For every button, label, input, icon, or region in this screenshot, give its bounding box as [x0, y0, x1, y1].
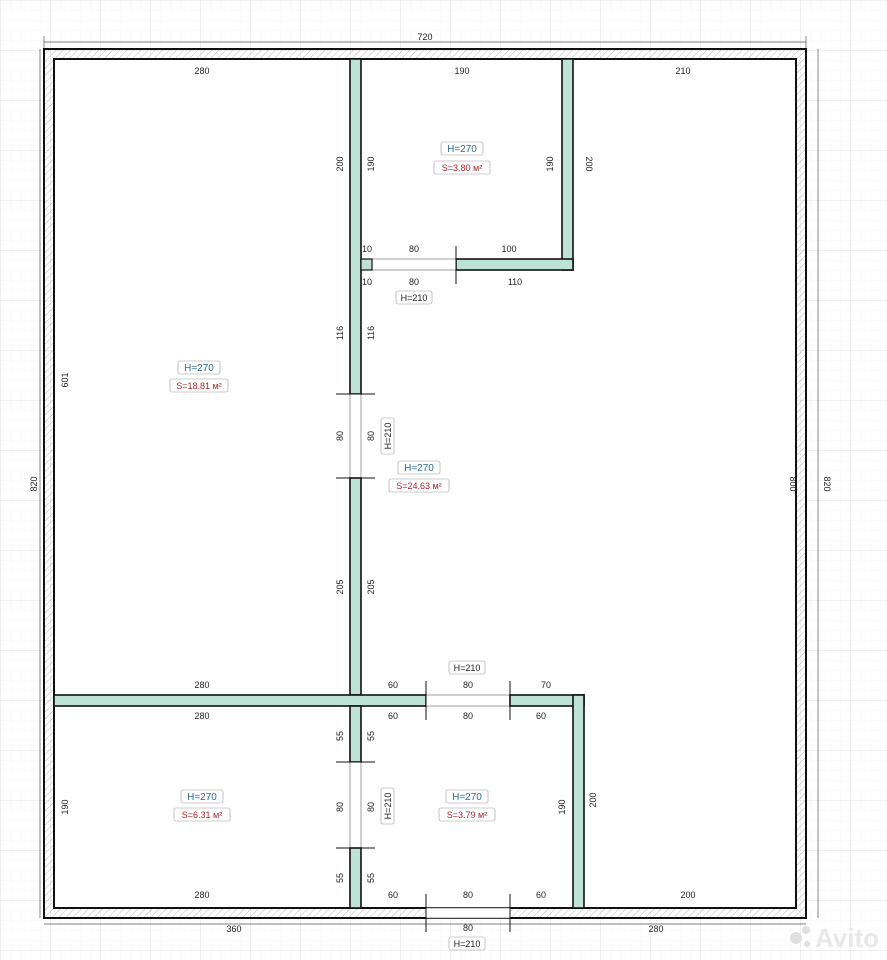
dim-top-left: 280	[194, 66, 209, 76]
dim-bl-vwall-b-80: 80	[366, 802, 376, 812]
watermark: Avito	[790, 923, 879, 953]
wall-bathroom-right	[561, 58, 574, 271]
dim-hwall-bot-60: 60	[388, 711, 398, 721]
dim-bottom-280: 280	[194, 890, 209, 900]
dim-bottom-80: 80	[463, 890, 473, 900]
dim-hwall-bot-80: 80	[463, 711, 473, 721]
overall-dimension-lines	[39, 36, 819, 925]
room-label-bathroom-top: H=270 S=3.80 м²	[433, 141, 491, 175]
dim-bottom-60a: 60	[388, 890, 398, 900]
dim-top-mid: 190	[454, 66, 469, 76]
dim-vwall-b-190: 190	[366, 156, 376, 171]
room-label-bottom-left: H=270 S=6.31 м²	[173, 789, 231, 822]
door-label-left-room: H=210	[380, 417, 395, 455]
wall-bathroom-bottom	[455, 258, 574, 271]
wall-vertical-left-lower	[349, 477, 362, 696]
dim-bl-vwall-a-80: 80	[335, 802, 345, 812]
svg-text:H=210: H=210	[454, 939, 481, 949]
dim-vwall-b-80: 80	[366, 431, 376, 441]
dim-bath-bottom-80b: 80	[409, 277, 419, 287]
dim-entrance-80: 80	[463, 923, 473, 933]
room-area-text: S=3.79 м²	[447, 810, 487, 820]
dim-overall-height-left: 820	[29, 476, 39, 491]
dim-hwall-top-70: 70	[541, 680, 551, 690]
svg-text:H=210: H=210	[454, 663, 481, 673]
room-height-text: H=270	[447, 144, 477, 155]
dim-bath-bottom-110: 110	[508, 277, 522, 287]
dim-bl-vwall-a-55b: 55	[335, 873, 345, 883]
svg-text:H=210: H=210	[383, 423, 393, 450]
dim-overall-width: 720	[417, 32, 432, 42]
room-height-text: H=270	[184, 363, 214, 374]
wall-horizontal-middle	[53, 694, 427, 707]
avito-logo-icon	[790, 932, 802, 944]
dim-bottom-200: 200	[680, 890, 695, 900]
room-label-large-left: H=270 S=18.81 м²	[169, 360, 229, 393]
door-left-room	[349, 393, 362, 479]
door-label-bottom-middle: H=210	[448, 660, 486, 675]
dim-vwall-a-205: 205	[335, 579, 345, 594]
dim-bath-right-190: 190	[545, 156, 555, 171]
svg-text:H=210: H=210	[401, 293, 428, 303]
room-area-text: S=18.81 м²	[176, 381, 221, 391]
dim-hwall-bot-60b: 60	[536, 711, 546, 721]
room-area-text: S=6.31 м²	[182, 810, 222, 820]
dim-bl-vwall-b-55: 55	[366, 731, 376, 741]
dim-vwall-a-200: 200	[335, 156, 345, 171]
dim-bottom-60b: 60	[536, 890, 546, 900]
dim-bl-left-190: 190	[60, 799, 70, 814]
room-label-main: H=270 S=24.63 м²	[388, 460, 450, 493]
door-lines	[336, 246, 511, 932]
door-bottom-left-room	[349, 761, 362, 849]
door-entrance	[425, 907, 511, 919]
wall-vertical-left-upper	[349, 58, 362, 395]
dim-bl-vwall-b-55b: 55	[366, 873, 376, 883]
dim-left-601: 601	[60, 372, 70, 387]
room-area-text: S=3.80 м²	[442, 163, 482, 173]
room-height-text: H=270	[187, 792, 217, 803]
dim-hwall-top-60: 60	[388, 680, 398, 690]
dim-bath-bottom-100: 100	[501, 244, 516, 254]
door-label-entrance: H=210	[448, 936, 486, 951]
dim-bottom-left: 360	[226, 924, 241, 934]
dim-bottom-right: 280	[648, 924, 663, 934]
dim-bm-right-200: 200	[588, 792, 598, 807]
door-label-bathroom: H=210	[395, 290, 433, 305]
watermark-text: Avito	[815, 923, 879, 953]
wall-bathroom-bottom-stub	[360, 258, 373, 271]
dim-vwall-a-116: 116	[335, 326, 345, 340]
dim-bath-bottom-10b: 10	[362, 277, 372, 287]
dim-bath-right-200: 200	[584, 156, 594, 171]
dim-hwall-top-80: 80	[463, 680, 473, 690]
dim-vwall-a-80: 80	[335, 431, 345, 441]
door-label-bottom-left-room: H=210	[380, 787, 395, 825]
room-height-text: H=270	[404, 463, 434, 474]
wall-bottom-middle-right	[572, 694, 585, 909]
dim-top-right: 210	[675, 66, 690, 76]
dim-hwall-top-280: 280	[194, 680, 209, 690]
dim-vwall-b-116: 116	[366, 326, 376, 340]
svg-text:H=210: H=210	[383, 793, 393, 820]
room-height-text: H=270	[452, 792, 482, 803]
dim-inner-height-right: 800	[788, 476, 798, 491]
wall-vertical-bottom-upper	[349, 705, 362, 763]
dim-bm-right-190: 190	[557, 799, 567, 814]
room-label-bottom-middle: H=270 S=3.79 м²	[438, 789, 496, 822]
dim-hwall-bot-280: 280	[194, 711, 209, 721]
door-bottom-middle	[425, 694, 511, 707]
interior-walls	[53, 58, 585, 919]
wall-vertical-bottom-lower	[349, 847, 362, 909]
door-bathroom	[371, 258, 457, 271]
dim-bl-vwall-a-55: 55	[335, 731, 345, 741]
dim-vwall-b-205: 205	[366, 579, 376, 594]
dim-bath-bottom-80a: 80	[409, 244, 419, 254]
room-area-text: S=24.63 м²	[396, 481, 441, 491]
dim-overall-height-right: 820	[822, 476, 832, 491]
dim-bath-bottom-10a: 10	[362, 244, 372, 254]
